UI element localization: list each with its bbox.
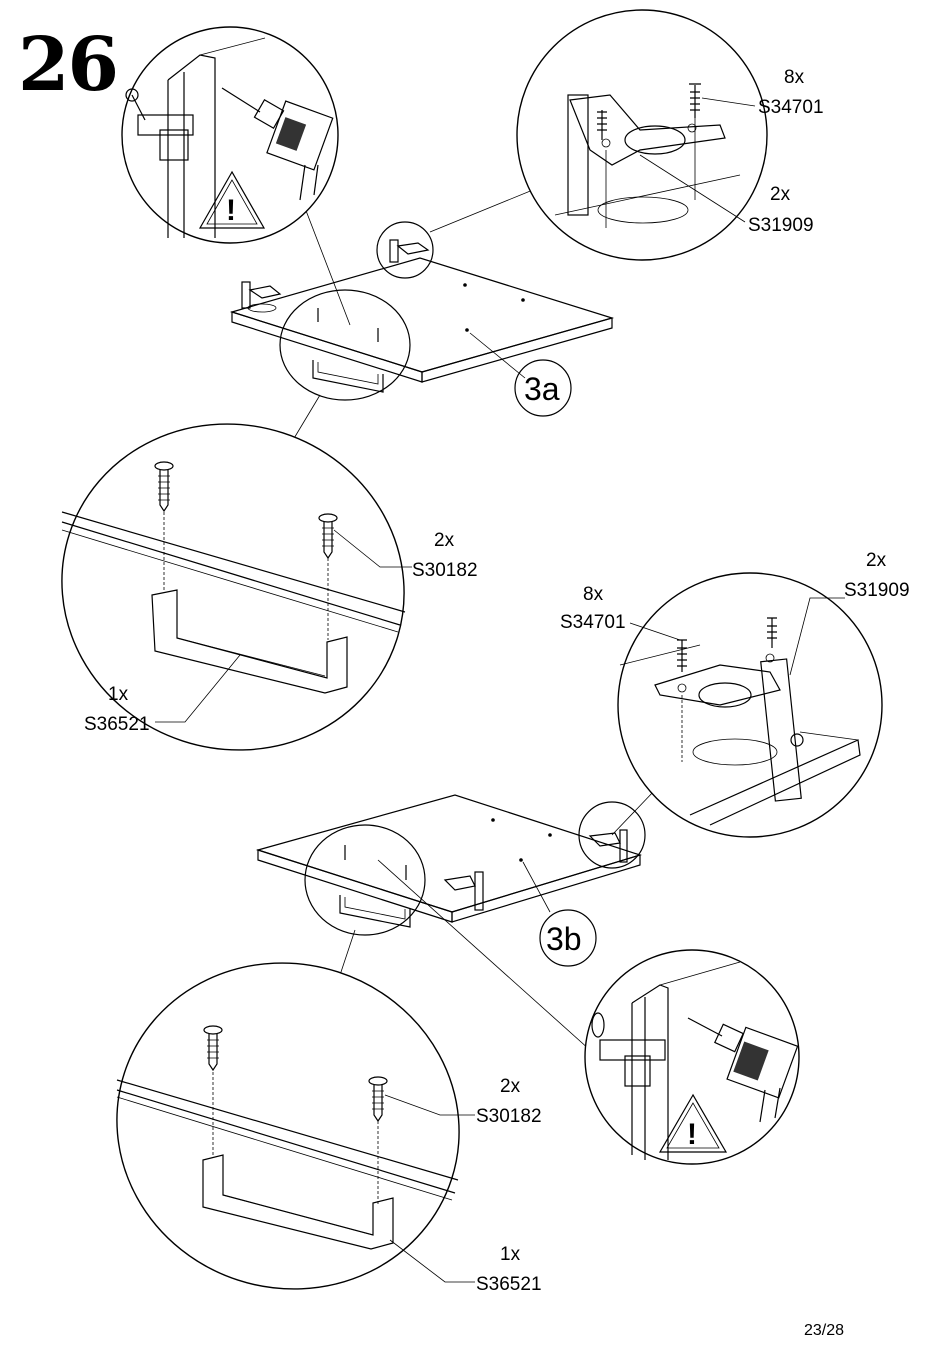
- hinge-code: S31909: [844, 580, 910, 601]
- panel-3b: [255, 794, 646, 967]
- clamp-icon: [125, 88, 194, 161]
- screw-icon: [203, 1025, 388, 1205]
- drill-icon: [687, 1017, 799, 1123]
- hinge-detail-circle-a: [516, 9, 768, 261]
- hinge-screw-qty: 8x: [583, 584, 604, 605]
- screw-icon: [597, 83, 701, 228]
- drill-icon: [221, 87, 334, 201]
- hinge-code: S31909: [748, 215, 814, 236]
- handle-screw-code: S30182: [476, 1106, 542, 1127]
- handle-callout-a: 2x S30182 1x S36521: [84, 530, 478, 735]
- panel-label-3a: 3a: [524, 371, 560, 407]
- panel-3a: [229, 221, 615, 417]
- handle-code: S36521: [476, 1274, 542, 1295]
- handle-code: S36521: [84, 714, 150, 735]
- warning-triangle-icon: !: [658, 1093, 728, 1153]
- handle-screw-qty: 2x: [434, 530, 455, 551]
- handle-screw-qty: 2x: [500, 1076, 521, 1097]
- hinge-callout-a: 8x S34701 2x S31909: [748, 67, 824, 236]
- svg-text:!: !: [687, 1118, 697, 1151]
- handle-callout-b: 2x S30182 1x S36521: [476, 1076, 542, 1295]
- leader-lines: [289, 184, 656, 1051]
- handle-screw-code: S30182: [412, 560, 478, 581]
- handle-detail-ellipse-a: [61, 423, 412, 751]
- svg-text:!: !: [226, 194, 236, 227]
- hinge-screw-qty: 8x: [784, 67, 805, 88]
- hinge-qty: 2x: [866, 550, 887, 571]
- drill-detail-circle-b: !: [584, 949, 800, 1165]
- handle-qty: 1x: [108, 684, 129, 705]
- hinge-qty: 2x: [770, 184, 791, 205]
- handle-qty: 1x: [500, 1244, 521, 1265]
- screw-icon: [677, 617, 777, 762]
- clamp-icon: [591, 1012, 666, 1087]
- hinge-callout-b: 8x S34701 2x S31909: [560, 550, 910, 633]
- hinge-screw-code: S34701: [758, 97, 824, 118]
- handle-detail-ellipse-b: [116, 962, 475, 1290]
- panel-label-3b: 3b: [546, 921, 582, 957]
- hinge-screw-code: S34701: [560, 612, 626, 633]
- drill-detail-circle-a: !: [121, 26, 339, 244]
- warning-triangle-icon: !: [198, 170, 266, 229]
- screw-icon: [154, 461, 338, 640]
- page-number: 23/28: [804, 1322, 845, 1339]
- hinge-detail-circle-b: [617, 572, 883, 838]
- step-number: 26: [18, 22, 119, 108]
